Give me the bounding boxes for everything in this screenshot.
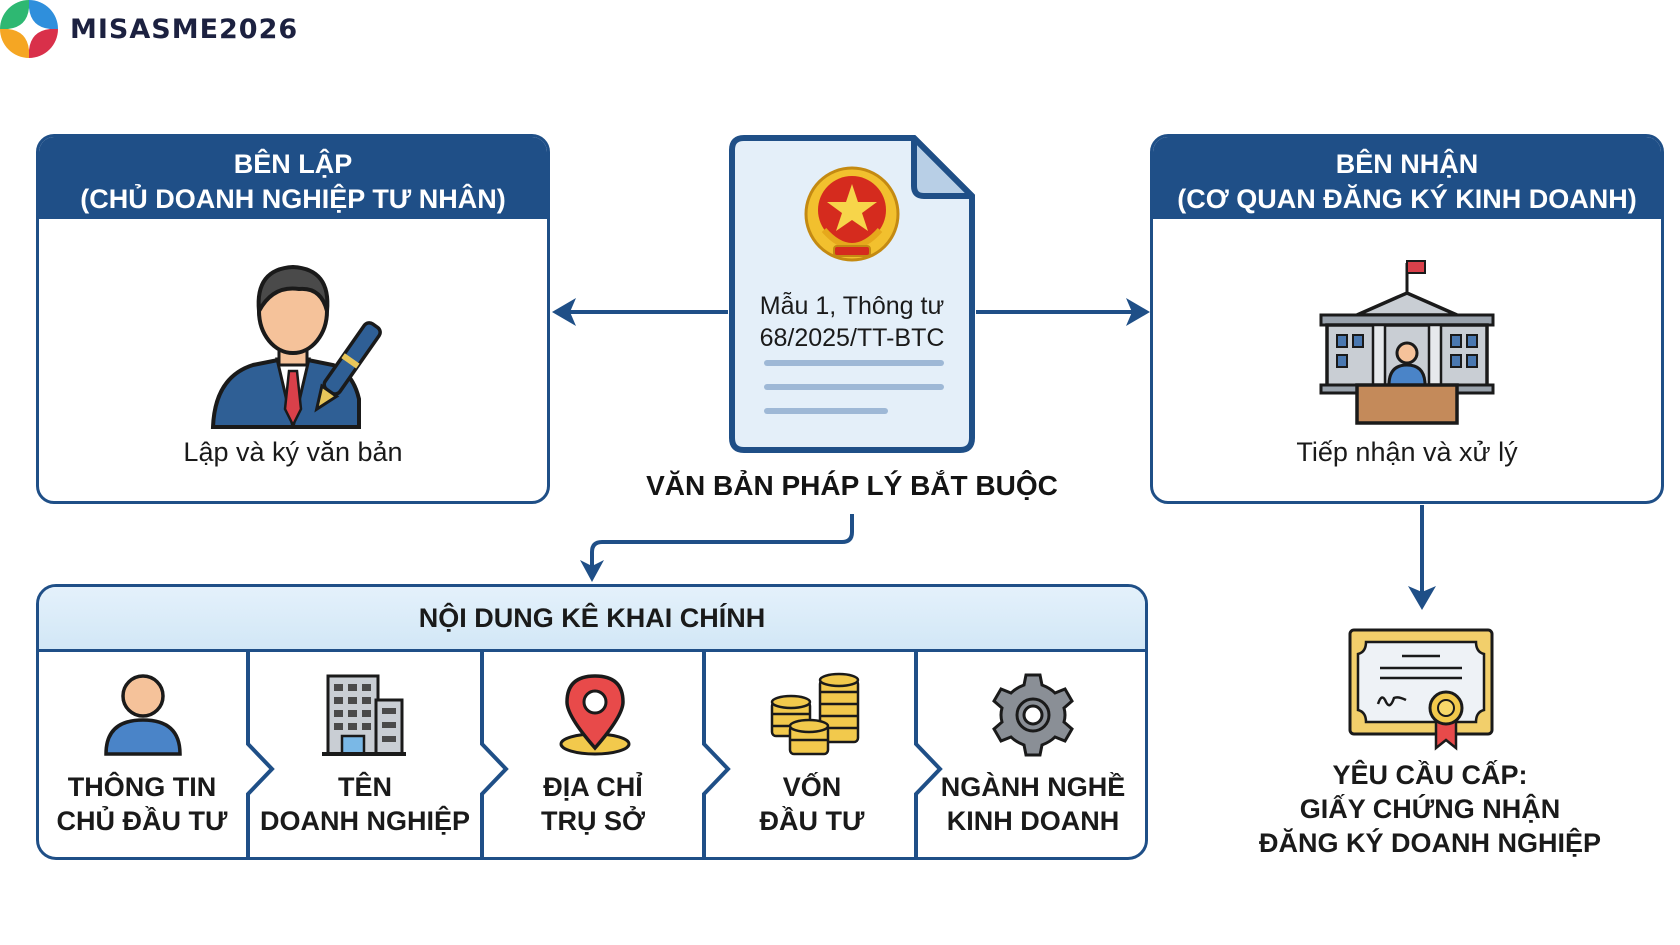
content-item-line2: ĐẦU TƯ [759, 806, 865, 836]
sender-box: BÊN LẬP (CHỦ DOANH NGHIỆP TƯ NHÂN) Lập v… [36, 134, 550, 504]
legal-document-icon [729, 135, 975, 453]
government-office-icon [1319, 260, 1495, 425]
arrowhead-right-icon [1126, 298, 1150, 326]
result-line2: GIẤY CHỨNG NHẬN [1299, 794, 1561, 824]
gear-icon [992, 673, 1074, 757]
certificate-icon [1348, 628, 1494, 751]
sender-title: BÊN LẬP [233, 149, 353, 179]
content-item-investor-info: THÔNG TIN CHỦ ĐẦU TƯ [36, 770, 248, 838]
logo-mark-icon [0, 0, 58, 58]
document-caption: VĂN BẢN PHÁP LÝ BẮT BUỘC [646, 470, 1058, 501]
receiver-title: BÊN NHẬN [1335, 149, 1479, 179]
result-line1: YÊU CẦU CẤP: [1332, 760, 1528, 790]
location-pin-icon [559, 674, 631, 756]
document-line1: Mẫu 1, Thông tư [759, 292, 945, 320]
receiver-caption: Tiếp nhận và xử lý [1296, 437, 1518, 467]
content-item-business-lines: NGÀNH NGHỀ KINH DOANH [918, 770, 1148, 838]
content-item-line1: ĐỊA CHỈ [543, 772, 643, 802]
receiver-box: BÊN NHẬN (CƠ QUAN ĐĂNG KÝ KINH DOANH) Ti… [1150, 134, 1664, 504]
content-dividers [246, 649, 943, 859]
building-icon [322, 674, 406, 756]
coins-icon [770, 672, 860, 756]
businessman-signing-icon [210, 264, 382, 429]
arrowhead-left-icon [552, 298, 576, 326]
receiver-subtitle: (CƠ QUAN ĐĂNG KÝ KINH DOANH) [1177, 184, 1637, 214]
person-icon [104, 674, 182, 756]
content-item-line1: NGÀNH NGHỀ [940, 772, 1126, 802]
arrowhead-down-icon [1408, 586, 1436, 610]
content-item-company-name: TÊN DOANH NGHIỆP [250, 770, 480, 838]
content-item-head-office-address: ĐỊA CHỈ TRỤ SỞ [482, 770, 704, 838]
brand-logo: MISASME2026 [0, 0, 298, 58]
receiver-header: BÊN NHẬN (CƠ QUAN ĐĂNG KÝ KINH DOANH) [1153, 137, 1661, 219]
content-item-line1: THÔNG TIN [67, 772, 217, 802]
logo-text: MISASME2026 [70, 13, 299, 45]
arrowhead-down-icon [580, 560, 604, 582]
document-title: Mẫu 1, Thông tư 68/2025/TT-BTC [728, 290, 976, 354]
vietnam-national-emblem-icon [804, 166, 900, 262]
content-item-line2: DOANH NGHIỆP [259, 806, 470, 836]
content-item-line1: TÊN [338, 772, 392, 802]
content-item-line1: VỐN [782, 772, 842, 802]
arrow-to-content [590, 514, 854, 566]
content-item-line2: KINH DOANH [946, 806, 1120, 836]
result-text: YÊU CẦU CẤP: GIẤY CHỨNG NHẬN ĐĂNG KÝ DOA… [1240, 758, 1620, 860]
content-item-line2: TRỤ SỞ [540, 806, 646, 836]
sender-caption: Lập và ký văn bản [183, 437, 403, 467]
result-line3: ĐĂNG KÝ DOANH NGHIỆP [1258, 828, 1602, 858]
sender-header: BÊN LẬP (CHỦ DOANH NGHIỆP TƯ NHÂN) [39, 137, 547, 219]
sender-subtitle: (CHỦ DOANH NGHIỆP TƯ NHÂN) [80, 184, 506, 214]
content-item-line2: CHỦ ĐẦU TƯ [56, 806, 228, 836]
document-line2: 68/2025/TT-BTC [759, 324, 945, 352]
content-panel-title: NỘI DUNG KÊ KHAI CHÍNH [39, 587, 1145, 652]
content-item-investment-capital: VỐN ĐẦU TƯ [706, 770, 918, 838]
